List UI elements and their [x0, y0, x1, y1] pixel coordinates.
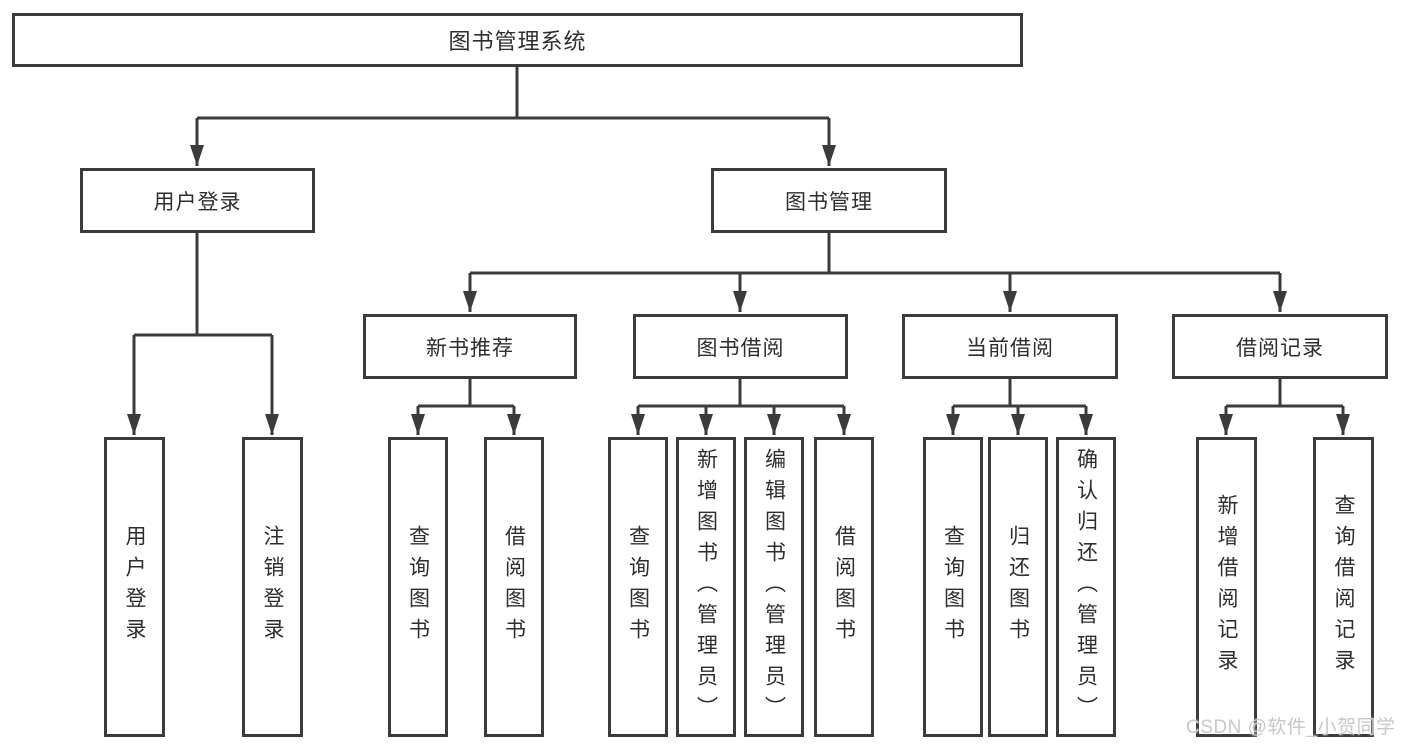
leaf-query-books-current: 查询图书 [923, 437, 983, 737]
node-book-management-label: 图书管理 [785, 190, 873, 214]
node-book-management: 图书管理 [711, 168, 947, 233]
leaf-query-borrow-record: 查询借阅记录 [1313, 437, 1374, 737]
node-library-management-system-label: 图书管理系统 [448, 29, 587, 54]
node-book-borrowing-label: 图书借阅 [696, 336, 785, 360]
leaf-query-books-recommend-label: 查询图书 [406, 525, 430, 649]
leaf-return-books: 归还图书 [988, 437, 1048, 737]
leaf-query-books-current-label: 查询图书 [941, 525, 965, 649]
node-borrowing-records: 借阅记录 [1172, 314, 1388, 379]
leaf-query-books-recommend: 查询图书 [388, 437, 448, 737]
leaf-edit-books-admin: 编辑图书（管理员） [744, 437, 804, 737]
node-new-book-recommendation: 新书推荐 [363, 314, 577, 379]
leaf-add-books-admin-label: 新增图书（管理员） [694, 447, 718, 727]
leaf-add-borrow-record: 新增借阅记录 [1196, 437, 1257, 737]
leaf-borrow-books-recommend: 借阅图书 [484, 437, 544, 737]
leaf-query-books-borrowing-label: 查询图书 [626, 525, 650, 649]
node-new-book-recommendation-label: 新书推荐 [426, 336, 514, 360]
leaf-add-books-admin: 新增图书（管理员） [676, 437, 736, 737]
leaf-return-books-label: 归还图书 [1006, 525, 1030, 649]
leaf-user-login: 用户登录 [104, 437, 165, 737]
leaf-logout-label: 注销登录 [261, 525, 284, 649]
leaf-confirm-return-admin: 确认归还（管理员） [1056, 437, 1116, 737]
leaf-edit-books-admin-label: 编辑图书（管理员） [762, 447, 786, 727]
node-book-borrowing: 图书借阅 [633, 314, 848, 379]
leaf-logout: 注销登录 [242, 437, 303, 737]
csdn-watermark: CSDN @软件_小贺同学 [1186, 717, 1396, 738]
leaf-borrow-books-label: 借阅图书 [832, 525, 856, 649]
leaf-user-login-label: 用户登录 [123, 525, 146, 649]
leaf-confirm-return-admin-label: 确认归还（管理员） [1074, 447, 1098, 727]
node-borrowing-records-label: 借阅记录 [1236, 336, 1324, 360]
node-user-login: 用户登录 [80, 168, 315, 233]
leaf-query-borrow-record-label: 查询借阅记录 [1332, 494, 1355, 680]
leaf-query-books-borrowing: 查询图书 [608, 437, 668, 737]
leaf-add-borrow-record-label: 新增借阅记录 [1215, 494, 1238, 680]
node-library-management-system: 图书管理系统 [12, 13, 1023, 67]
node-current-borrowing-label: 当前借阅 [966, 336, 1054, 360]
node-user-login-label: 用户登录 [153, 190, 242, 214]
leaf-borrow-books: 借阅图书 [814, 437, 874, 737]
node-current-borrowing: 当前借阅 [902, 314, 1118, 379]
leaf-borrow-books-recommend-label: 借阅图书 [502, 525, 526, 649]
